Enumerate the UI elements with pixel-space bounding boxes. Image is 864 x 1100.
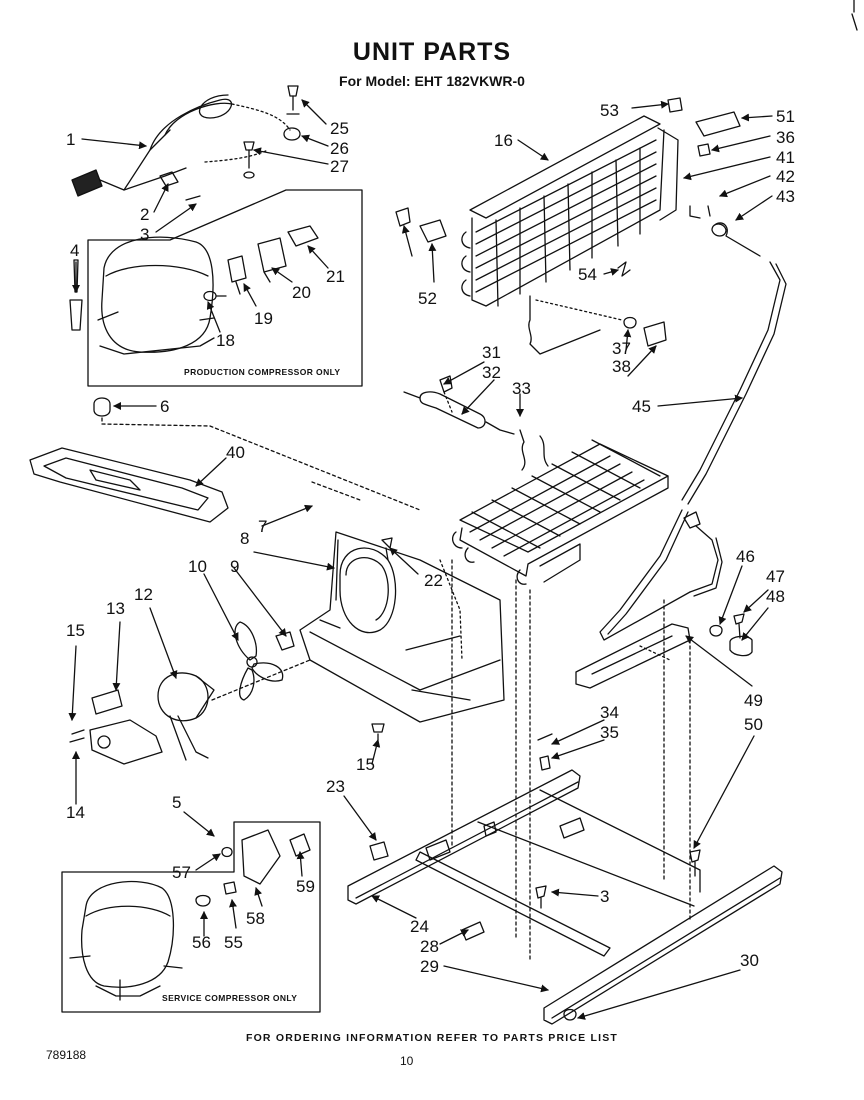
ordering-note: FOR ORDERING INFORMATION REFER TO PARTS … xyxy=(245,1032,619,1044)
callout-53-top: 53 xyxy=(600,101,619,120)
evaporator-coil xyxy=(451,429,669,585)
condenser-brackets xyxy=(395,97,741,347)
callout-21: 21 xyxy=(326,267,345,286)
service-compressor-box xyxy=(61,821,321,1013)
callout-57: 57 xyxy=(172,863,191,882)
callout-19: 19 xyxy=(254,309,273,328)
callout-47: 47 xyxy=(766,567,785,586)
fan-shroud xyxy=(299,481,505,723)
callout-3: 3 xyxy=(140,225,149,244)
callout-55: 55 xyxy=(224,933,243,952)
callout-54: 54 xyxy=(578,265,597,284)
diagram-code: 789188 xyxy=(46,1048,87,1062)
callout-2: 2 xyxy=(140,205,149,224)
callout-13: 13 xyxy=(106,599,125,618)
base-frame xyxy=(347,559,783,1025)
callout-36: 36 xyxy=(776,128,795,147)
callout-3-base: 3 xyxy=(600,887,609,906)
callout-28: 28 xyxy=(420,937,439,956)
callout-9: 9 xyxy=(230,557,239,576)
fan-blade xyxy=(234,621,295,701)
callout-10: 10 xyxy=(188,557,207,576)
callout-56: 56 xyxy=(192,933,211,952)
callout-1: 1 xyxy=(66,130,75,149)
callout-22: 22 xyxy=(424,571,443,590)
callout-58: 58 xyxy=(246,909,265,928)
callout-34: 34 xyxy=(600,703,619,722)
callout-27: 27 xyxy=(330,157,349,176)
callout-45: 45 xyxy=(632,397,651,416)
page-number: 10 xyxy=(400,1054,414,1068)
callout-52: 52 xyxy=(418,289,437,308)
callout-43: 43 xyxy=(776,187,795,206)
callout-24: 24 xyxy=(410,917,429,936)
callout-18: 18 xyxy=(216,331,235,350)
callout-20: 20 xyxy=(292,283,311,302)
callout-42: 42 xyxy=(776,167,795,186)
callout-12: 12 xyxy=(134,585,153,604)
callout-5: 5 xyxy=(172,793,181,812)
drain-clips xyxy=(709,613,753,657)
fan-motor xyxy=(69,659,311,765)
callout-6: 6 xyxy=(160,397,169,416)
power-cord xyxy=(71,94,291,197)
callout-15-left: 15 xyxy=(66,621,85,640)
model-subtitle: For Model: EHT 182VKWR-0 xyxy=(339,73,525,89)
callout-50: 50 xyxy=(744,715,763,734)
callout-59: 59 xyxy=(296,877,315,896)
filter-drier xyxy=(403,375,515,435)
screws-25-27 xyxy=(204,85,301,179)
callout-40: 40 xyxy=(226,443,245,462)
callout-numbers: 1 2 3 4 25 26 27 21 20 19 18 6 40 7 8 22… xyxy=(66,101,795,976)
callout-41: 41 xyxy=(776,148,795,167)
grommet xyxy=(93,397,421,511)
callout-7: 7 xyxy=(258,517,267,536)
callout-32: 32 xyxy=(482,363,501,382)
condenser-coil xyxy=(461,115,679,355)
callout-29: 29 xyxy=(420,957,439,976)
callout-38: 38 xyxy=(612,357,631,376)
page-edge-mark xyxy=(851,0,858,31)
callout-30: 30 xyxy=(740,951,759,970)
drain-pan xyxy=(29,447,229,523)
callout-25: 25 xyxy=(330,119,349,138)
production-compressor-label: PRODUCTION COMPRESSOR ONLY xyxy=(184,367,341,377)
callout-31: 31 xyxy=(482,343,501,362)
callout-26: 26 xyxy=(330,139,349,158)
callout-49: 49 xyxy=(744,691,763,710)
page-title: UNIT PARTS xyxy=(352,38,512,66)
capillary-tubing xyxy=(599,205,787,641)
drain-trough xyxy=(575,623,691,689)
callout-35: 35 xyxy=(600,723,619,742)
callout-4: 4 xyxy=(70,241,79,260)
callout-33: 33 xyxy=(512,379,531,398)
callout-23: 23 xyxy=(326,777,345,796)
callout-48: 48 xyxy=(766,587,785,606)
callout-46: 46 xyxy=(736,547,755,566)
callout-37: 37 xyxy=(612,339,631,358)
callout-8: 8 xyxy=(240,529,249,548)
callout-14: 14 xyxy=(66,803,85,822)
cord-clip xyxy=(159,171,201,201)
callout-16: 16 xyxy=(494,131,513,150)
callout-15-center: 15 xyxy=(356,755,375,774)
service-compressor-label: SERVICE COMPRESSOR ONLY xyxy=(162,993,297,1003)
production-compressor-box xyxy=(69,189,363,387)
leader-lines xyxy=(68,99,773,1020)
callout-51: 51 xyxy=(776,107,795,126)
